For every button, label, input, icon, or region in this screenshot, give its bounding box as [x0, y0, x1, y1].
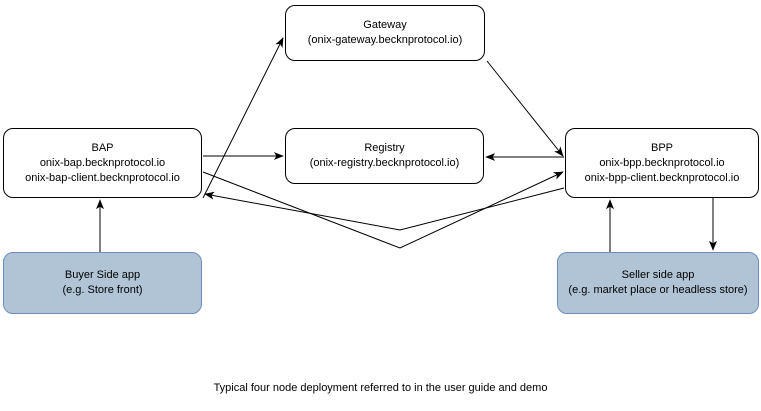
node-registry-sublabel: (onix-registry.becknprotocol.io) — [309, 157, 460, 169]
node-bap-label: BAP — [91, 141, 114, 154]
node-buyer-side-app-label: Buyer Side app — [64, 269, 141, 281]
edge-bpp-to-bap — [204, 187, 565, 231]
edge-bap-to-gateway — [202, 37, 284, 199]
node-bpp[interactable]: BPP onix-bpp.becknprotocol.io onix-bpp-c… — [565, 128, 759, 198]
node-seller-side-app-sublabel: (e.g. market place or headless store) — [568, 284, 748, 296]
node-bap-sublabel-2: onix-bap-client.becknprotocol.io — [25, 171, 180, 184]
node-buyer-side-app-sublabel: (e.g. Store front) — [62, 284, 143, 296]
node-seller-side-app-label: Seller side app — [621, 269, 695, 281]
node-bpp-sublabel-2: onix-bpp-client.becknprotocol.io — [584, 171, 740, 184]
node-bpp-sublabel-1: onix-bpp.becknprotocol.io — [599, 156, 725, 169]
node-gateway-sublabel: (onix-gateway.becknprotocol.io) — [307, 34, 463, 46]
node-gateway[interactable]: Gateway (onix-gateway.becknprotocol.io) — [285, 5, 485, 61]
node-gateway-label: Gateway — [363, 19, 407, 31]
diagram-caption: Typical four node deployment referred to… — [213, 382, 548, 394]
node-seller-side-app[interactable]: Seller side app (e.g. market place or he… — [557, 252, 759, 314]
node-bap[interactable]: BAP onix-bap.becknprotocol.io onix-bap-c… — [3, 128, 202, 198]
node-registry[interactable]: Registry (onix-registry.becknprotocol.io… — [285, 128, 484, 184]
node-bpp-label: BPP — [650, 141, 673, 154]
node-buyer-side-app[interactable]: Buyer Side app (e.g. Store front) — [3, 252, 202, 314]
edge-bap-to-bpp — [202, 171, 564, 249]
node-registry-label: Registry — [364, 142, 405, 154]
node-bap-sublabel-1: onix-bap.becknprotocol.io — [39, 156, 166, 169]
edge-gateway-to-bpp — [486, 60, 564, 157]
